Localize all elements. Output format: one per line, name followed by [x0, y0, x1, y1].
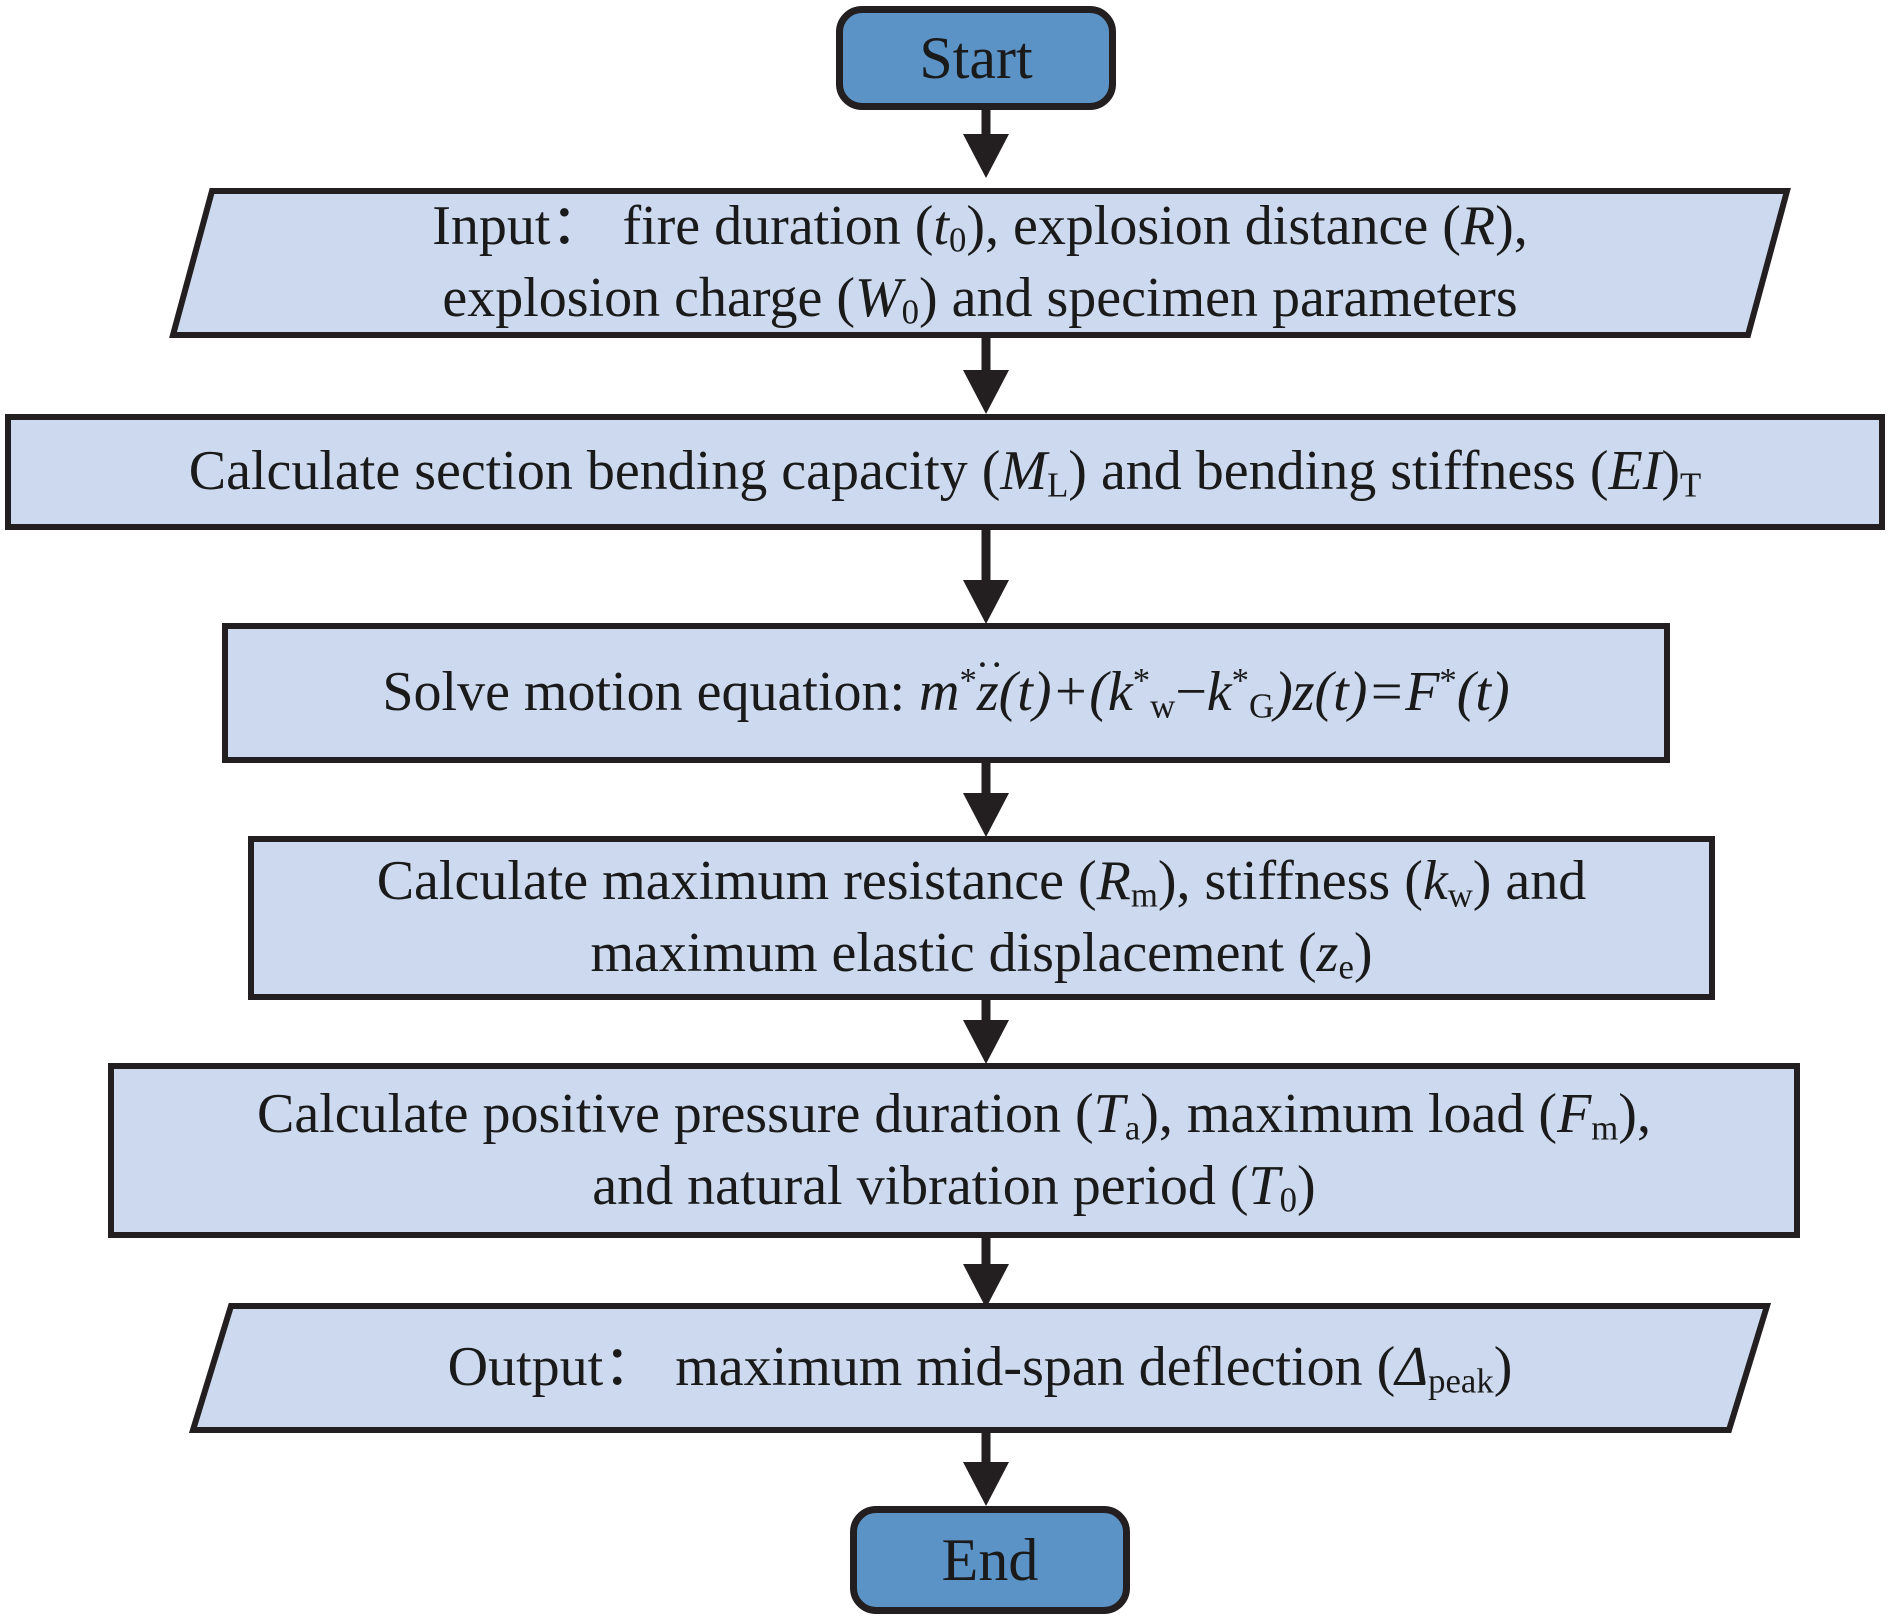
connector-start-to-input — [955, 108, 1017, 180]
node-end[interactable]: End — [850, 1506, 1130, 1614]
output-prefix: Output： — [447, 1336, 660, 1399]
node-motion-equation[interactable]: Solve motion equation: m*··z(t)+(k*w−k*G… — [222, 623, 1670, 763]
input-prefix: Input： — [432, 195, 607, 258]
connector-resistance-to-pressure — [955, 998, 1017, 1066]
node-bending-capacity-text: Calculate section bending capacity (ML) … — [188, 440, 1702, 505]
node-input[interactable]: Input：fire duration (t0), explosion dist… — [169, 188, 1791, 338]
connector-motion-to-resistance — [955, 761, 1017, 839]
node-input-text: Input：fire duration (t0), explosion dist… — [432, 195, 1528, 332]
node-start[interactable]: Start — [836, 6, 1116, 110]
connector-output-to-end — [955, 1432, 1017, 1508]
connector-bending-to-motion — [955, 528, 1017, 626]
node-max-resistance[interactable]: Calculate maximum resistance (Rm), stiff… — [248, 836, 1715, 1000]
node-start-label: Start — [919, 25, 1033, 91]
node-pressure-duration[interactable]: Calculate positive pressure duration (Ta… — [108, 1063, 1800, 1238]
node-end-label: End — [941, 1527, 1039, 1593]
node-bending-capacity[interactable]: Calculate section bending capacity (ML) … — [5, 414, 1885, 530]
node-output-text: Output：maximum mid-span deflection (Δpea… — [447, 1336, 1513, 1401]
node-pressure-duration-text: Calculate positive pressure duration (Ta… — [257, 1082, 1651, 1220]
connector-pressure-to-output — [955, 1236, 1017, 1310]
node-max-resistance-text: Calculate maximum resistance (Rm), stiff… — [376, 850, 1587, 987]
node-motion-equation-text: Solve motion equation: m*··z(t)+(k*w−k*G… — [382, 642, 1510, 726]
connector-input-to-bending — [955, 336, 1017, 416]
node-output[interactable]: Output：maximum mid-span deflection (Δpea… — [188, 1303, 1772, 1433]
